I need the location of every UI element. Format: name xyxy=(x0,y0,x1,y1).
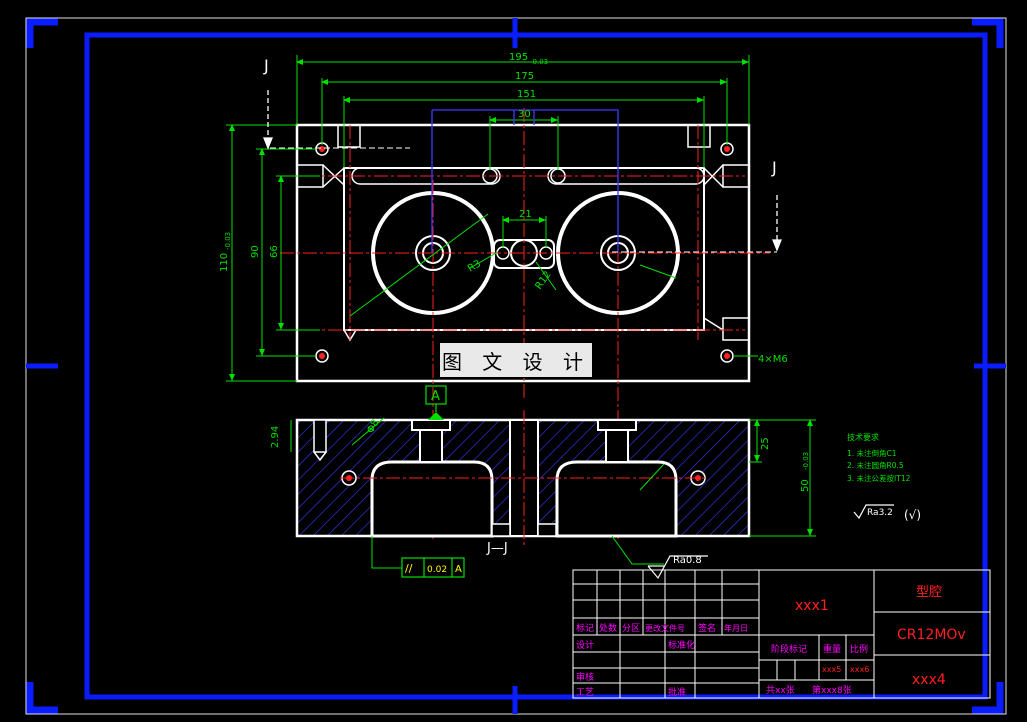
tech-req-item-3: 3. 未注公差按IT12 xyxy=(847,473,911,483)
datum-a-label: A xyxy=(431,389,440,404)
gdt-value: 0.02 xyxy=(427,565,447,575)
lbl-weight: 重量 xyxy=(823,643,841,655)
section-label: J—J xyxy=(486,541,508,556)
hdr-date: 年月日 xyxy=(724,623,748,633)
dim-height-tol: -0.03 xyxy=(224,232,232,250)
section-view xyxy=(295,410,751,546)
hdr-zone: 分区 xyxy=(622,623,640,634)
gdt-symbol: // xyxy=(405,562,413,575)
dim-175: 175 xyxy=(515,71,534,82)
hdr-sign: 签名 xyxy=(698,622,716,634)
section-mark-top: J xyxy=(263,56,269,75)
sheet-current: 第xxx8张 xyxy=(812,684,852,696)
company: xxx4 xyxy=(912,672,946,688)
dim-overall-width-tol: -0.03 xyxy=(530,58,548,66)
dim-30: 30 xyxy=(518,109,531,120)
lbl-stage-mark: 阶段标记 xyxy=(771,643,807,655)
dim-25: 25 xyxy=(760,437,771,450)
tech-req-item-2: 2. 未注圆角R0.5 xyxy=(847,460,904,470)
gdt-frame: // 0.02 A xyxy=(401,557,465,578)
scale-value: xxx6 xyxy=(850,665,869,674)
lbl-scale: 比例 xyxy=(850,643,868,655)
top-view-dimensions xyxy=(226,55,758,382)
lbl-design: 设计 xyxy=(576,639,594,651)
lbl-review: 审核 xyxy=(576,671,594,683)
lbl-standardize: 标准化 xyxy=(668,639,695,651)
dim-r3: R3 xyxy=(466,258,483,274)
top-dim-texts: 195 -0.03 175 151 30 21 110 -0.03 90 66 … xyxy=(219,52,788,365)
sheet-total: 共xx张 xyxy=(766,685,795,696)
hdr-change-doc: 更改文件号 xyxy=(645,623,685,633)
dim-r12: R12 xyxy=(533,269,553,291)
title-block xyxy=(572,569,991,699)
tech-requirements: 技术要求 1. 未注倒角C1 2. 未注圆角R0.5 3. 未注公差按IT12 xyxy=(847,432,911,483)
roughness-ra08: Ra0.8 xyxy=(647,555,708,580)
roughness-ra08-label: Ra0.8 xyxy=(673,555,702,566)
dim-66: 66 xyxy=(269,245,280,258)
dim-50: 50 xyxy=(800,479,811,492)
sprue-outline xyxy=(431,109,619,253)
dim-holes: 4×M6 xyxy=(758,354,788,365)
weight-value: xxx5 xyxy=(822,665,841,674)
general-roughness: Ra3.2 (√) xyxy=(853,504,921,522)
dim-2-94: 2.94 xyxy=(270,426,281,448)
general-roughness-suffix: (√) xyxy=(904,508,921,522)
hdr-count: 处数 xyxy=(599,622,617,634)
datum-a: A xyxy=(425,385,447,420)
general-roughness-label: Ra3.2 xyxy=(867,508,893,518)
material: CR12MOv xyxy=(897,627,966,643)
drawing-number: xxx1 xyxy=(795,598,829,614)
tech-req-item-1: 1. 未注倒角C1 xyxy=(847,448,897,458)
dim-21: 21 xyxy=(519,209,532,220)
dim-height: 110 xyxy=(219,253,230,272)
dim-151: 151 xyxy=(517,89,536,100)
gdt-datum: A xyxy=(455,564,462,575)
title-block-texts: xxx1 型腔 CR12MOv xxx4 标记 处数 分区 更改文件号 签名 年… xyxy=(576,585,966,698)
dim-90: 90 xyxy=(250,245,261,258)
lbl-process: 工艺 xyxy=(576,687,594,698)
drawing-frame xyxy=(25,17,1007,715)
tech-req-title: 技术要求 xyxy=(847,432,879,442)
lbl-approve: 批准 xyxy=(668,686,686,698)
hdr-mark: 标记 xyxy=(576,622,594,634)
dim-50-tol: -0.03 xyxy=(802,452,810,470)
part-name: 型腔 xyxy=(916,585,942,600)
section-dimensions xyxy=(290,417,816,569)
dim-overall-width: 195 xyxy=(509,52,528,63)
section-markers: J J xyxy=(263,56,782,253)
watermark: 图 文 设 计 xyxy=(440,343,592,377)
section-mark-right: J xyxy=(771,158,777,177)
